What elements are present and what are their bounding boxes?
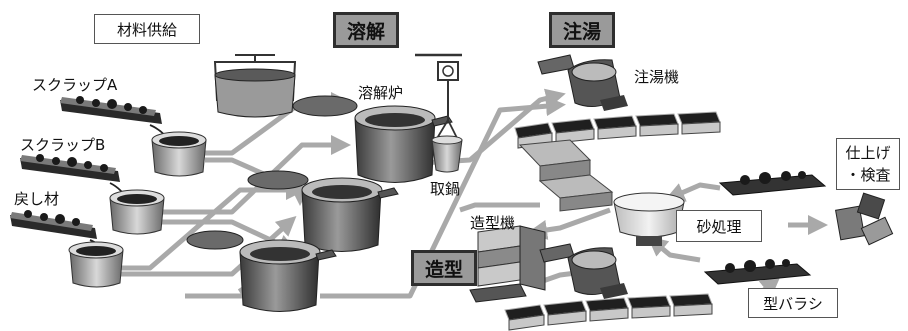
material-supply-label: 材料供給: [94, 14, 200, 44]
mold-line-upper: [514, 111, 721, 149]
pouring-machine-upper: [537, 54, 628, 111]
finished-parts: [834, 192, 894, 246]
melting-furnace-label: 溶解炉: [358, 84, 404, 102]
molding-machine-label: 造型機: [470, 214, 516, 232]
stage-melting: 溶解: [333, 12, 399, 48]
supply-bucket: [213, 54, 297, 118]
sand-processing-unit: [613, 192, 685, 246]
return-material-conveyor: [10, 210, 97, 239]
shakeout-tray-upper: [718, 171, 827, 196]
pouring-machine-label: 注湯機: [634, 68, 680, 86]
molding-machine: [469, 225, 546, 303]
scrap-a-label: スクラップA: [32, 76, 118, 94]
return-material-label: 戻し材: [14, 190, 60, 208]
finishing-inspection-label: 仕上げ ・検査: [836, 138, 900, 190]
shakeout-label: 型バラシ: [748, 288, 838, 318]
ladle-label: 取鍋: [430, 180, 461, 198]
scrap-b-crucible: [109, 189, 165, 235]
stage-pouring: 注湯: [549, 12, 615, 48]
sand-processing-label: 砂処理: [676, 210, 762, 242]
melting-furnace-2: [247, 170, 399, 252]
scrap-a-crucible: [151, 131, 207, 177]
scrap-b-label: スクラップB: [20, 136, 106, 154]
stage-molding: 造型: [411, 250, 477, 286]
scrap-b-conveyor: [20, 154, 120, 182]
finishing-label-line1: 仕上げ: [845, 144, 891, 162]
finishing-label-line2: ・検査: [845, 166, 891, 184]
shakeout-tray-lower: [703, 259, 812, 285]
mold-stack: [518, 139, 614, 212]
melting-furnace-3: [186, 230, 337, 312]
return-material-crucible: [68, 241, 124, 288]
pouring-machine-lower: [539, 243, 628, 299]
melting-furnace-1: [292, 95, 453, 183]
mold-line-lower: [504, 293, 713, 331]
scrap-a-conveyor: [60, 96, 162, 124]
ladle-crane: [415, 53, 463, 173]
